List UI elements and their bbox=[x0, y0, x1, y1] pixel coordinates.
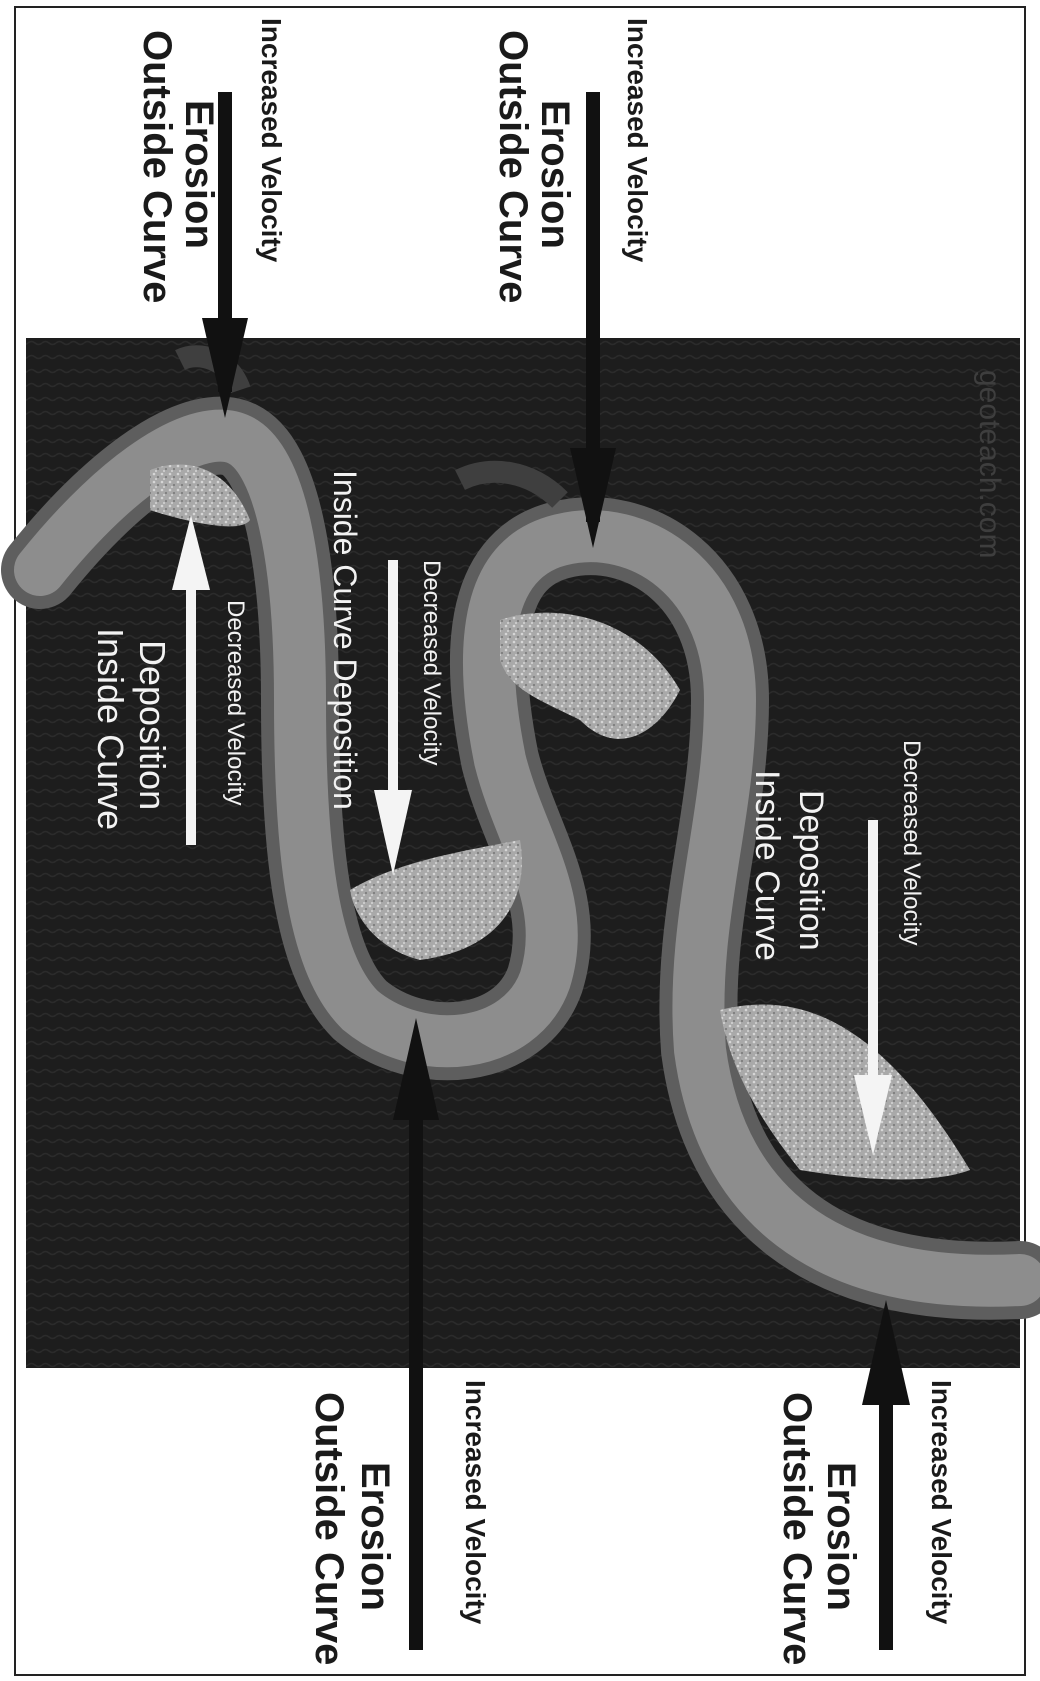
label-top-left: Outside Curve Erosion Increased Velocity bbox=[135, 18, 287, 303]
label-inside-2-sub: Decreased Velocity bbox=[418, 560, 445, 765]
label-bottom-left-line1: Outside Curve bbox=[307, 1392, 351, 1665]
label-inside-3-sub: Decreased Velocity bbox=[898, 740, 925, 945]
label-top-left-line2: Erosion bbox=[177, 100, 221, 249]
label-top-right-line2: Erosion bbox=[533, 100, 577, 249]
label-bottom-left-sub: Increased Velocity bbox=[460, 1380, 491, 1625]
label-inside-2-line1: Inside Curve Deposition bbox=[327, 470, 363, 810]
label-bottom-right: Outside Curve Erosion Increased Velocity bbox=[775, 1380, 957, 1665]
label-top-left-sub: Increased Velocity bbox=[256, 18, 287, 263]
label-bottom-left-line2: Erosion bbox=[353, 1462, 397, 1611]
label-top-right-sub: Increased Velocity bbox=[622, 18, 653, 263]
label-inside-1-sub: Decreased Velocity bbox=[222, 600, 249, 805]
watermark: geoteach.com bbox=[973, 370, 1006, 558]
label-bottom-right-line1: Outside Curve bbox=[775, 1392, 819, 1665]
label-top-right: Outside Curve Erosion Increased Velocity bbox=[491, 18, 653, 303]
label-bottom-right-line2: Erosion bbox=[819, 1462, 863, 1611]
label-bottom-left: Outside Curve Erosion Increased Velocity bbox=[307, 1380, 491, 1665]
label-inside-3-line2: Deposition bbox=[792, 790, 830, 951]
label-inside-3-line1: Inside Curve bbox=[748, 770, 786, 961]
label-bottom-right-sub: Increased Velocity bbox=[926, 1380, 957, 1625]
label-top-left-line1: Outside Curve bbox=[135, 30, 179, 303]
label-top-right-line1: Outside Curve bbox=[491, 30, 535, 303]
label-inside-1-line1: Inside Curve bbox=[90, 628, 131, 830]
label-inside-1-line2: Deposition bbox=[132, 640, 173, 810]
